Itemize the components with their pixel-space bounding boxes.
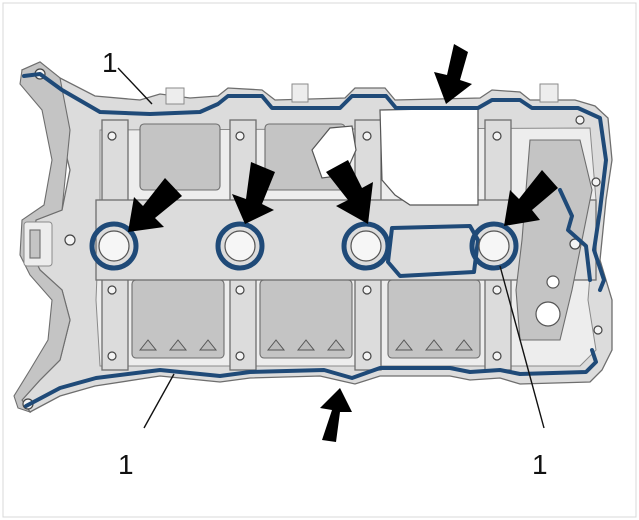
arrow-top xyxy=(434,44,472,104)
callouts: 1 1 1 xyxy=(102,47,548,480)
arrow-seal-4 xyxy=(504,170,558,226)
callout-label: 1 xyxy=(532,449,548,480)
leader-bottom-left xyxy=(143,373,175,429)
spark-plug-seal-3 xyxy=(341,221,391,271)
callout-label: 1 xyxy=(102,47,118,78)
leader-lines xyxy=(117,67,545,429)
spark-plug-seal-4 xyxy=(469,221,519,271)
callout-label: 1 xyxy=(118,449,134,480)
breather-opening xyxy=(379,107,479,206)
oil-passage xyxy=(535,301,561,327)
arrow-seal-1 xyxy=(128,178,182,232)
cover-gasket xyxy=(22,72,608,408)
arrow-bottom xyxy=(320,388,352,442)
spark-plug-seals xyxy=(89,221,519,271)
leader-bottom-right xyxy=(499,265,545,429)
spark-plug-seal-1 xyxy=(89,221,139,271)
connector-pin xyxy=(29,229,41,259)
spark-plug-seal-2 xyxy=(215,221,265,271)
indicator-arrows xyxy=(128,44,558,442)
leader-top-left xyxy=(117,67,153,105)
arrow-seal-3 xyxy=(326,160,373,224)
bolt-holes xyxy=(22,68,603,410)
arrow-seal-2 xyxy=(232,162,275,224)
